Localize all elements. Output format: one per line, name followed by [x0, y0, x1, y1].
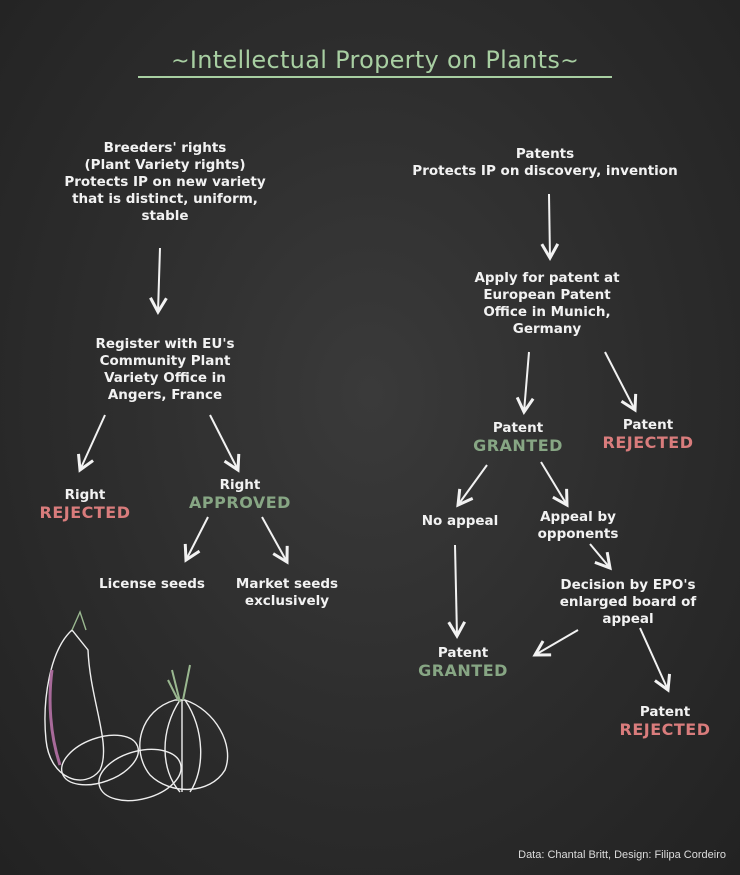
text-line: Protects IP on new variety — [64, 174, 266, 190]
status-rejected: REJECTED — [39, 503, 131, 522]
text-line: Office in Munich, — [483, 304, 611, 320]
patent-rejected-final-node: Patent REJECTED — [620, 704, 711, 738]
text-line: Patents — [515, 146, 575, 162]
license-seeds-node: License seeds — [99, 576, 205, 593]
no-appeal-node: No appeal — [422, 513, 499, 530]
text-line: Angers, France — [107, 387, 223, 403]
text-line: Patent — [437, 645, 489, 661]
text-line: License seeds — [99, 576, 205, 592]
text-line: Protects IP on discovery, invention — [412, 163, 678, 179]
status-granted: GRANTED — [473, 436, 563, 455]
status-rejected: REJECTED — [619, 720, 711, 739]
arrow — [456, 464, 488, 508]
swirl-left-icon: ~ — [171, 49, 190, 74]
onion-outline — [139, 699, 229, 791]
arrow — [589, 543, 612, 571]
text-line: stable — [141, 208, 189, 224]
eggplant-stem — [71, 610, 87, 631]
text-line: Right — [219, 477, 261, 493]
text-line: Decision by EPO's — [560, 577, 696, 593]
text-line: Patent — [639, 704, 691, 720]
eggplant-shading — [48, 669, 62, 766]
arrow — [209, 414, 241, 473]
potato — [60, 734, 140, 786]
right-rejected-node: Right REJECTED — [40, 487, 131, 521]
text-line: appeal — [602, 611, 654, 627]
page-title: ~Intellectual Property on Plants~ — [138, 46, 612, 78]
swirl-right-icon: ~ — [560, 49, 579, 74]
text-line: Breeders' rights — [103, 140, 227, 156]
credit-text: Data: Chantal Britt, Design: Filipa Cord… — [518, 849, 726, 861]
breeders-rights-node: Breeders' rights (Plant Variety rights) … — [64, 140, 265, 225]
arrow — [149, 247, 168, 316]
text-line: Market seeds — [235, 576, 339, 592]
register-node: Register with EU's Community Plant Varie… — [95, 336, 234, 404]
text-line: Patent — [492, 420, 544, 436]
text-line: Register with EU's — [95, 336, 235, 352]
text-line: European Patent — [483, 287, 611, 303]
right-approved-node: Right APPROVED — [189, 477, 291, 511]
text-line: exclusively — [244, 593, 330, 609]
arrow — [604, 351, 638, 413]
status-granted: GRANTED — [418, 661, 508, 680]
text-line: Community Plant — [99, 353, 231, 369]
text-line: Right — [64, 487, 106, 503]
title-text: Intellectual Property on Plants — [189, 46, 561, 74]
decision-node: Decision by EPO's enlarged board of appe… — [560, 577, 697, 628]
apply-patent-node: Apply for patent at European Patent Offi… — [474, 270, 619, 338]
text-line: Germany — [512, 321, 582, 337]
appeal-node: Appeal by opponents — [538, 509, 619, 543]
patent-granted-node: Patent GRANTED — [473, 420, 563, 454]
text-line: enlarged board of — [559, 594, 697, 610]
arrow — [639, 627, 672, 693]
text-line: (Plant Variety rights) — [84, 157, 246, 173]
eggplant-outline — [44, 628, 105, 781]
status-rejected: REJECTED — [602, 433, 694, 452]
onion-layers — [164, 699, 202, 793]
market-seeds-node: Market seeds exclusively — [236, 576, 338, 610]
arrow — [540, 461, 569, 508]
text-line: Apply for patent at — [474, 270, 620, 286]
arrow — [540, 193, 560, 262]
text-line: No appeal — [421, 513, 499, 529]
arrow — [447, 544, 467, 640]
text-line: that is distinct, uniform, — [72, 191, 258, 207]
patent-rejected-node: Patent REJECTED — [603, 417, 694, 451]
patent-granted-final-node: Patent GRANTED — [418, 645, 508, 679]
status-approved: APPROVED — [189, 493, 291, 512]
patents-node: Patents Protects IP on discovery, invent… — [412, 146, 677, 180]
arrow — [261, 516, 289, 565]
arrow — [183, 516, 209, 563]
arrow — [77, 414, 106, 473]
vegetables-illustration — [44, 610, 229, 802]
potato — [98, 748, 182, 802]
arrow — [515, 351, 535, 416]
arrow — [532, 629, 579, 657]
text-line: opponents — [537, 526, 619, 542]
text-line: Patent — [622, 417, 674, 433]
text-line: Variety Office in — [104, 370, 226, 386]
text-line: Appeal by — [540, 509, 616, 525]
onion-sprouts — [167, 664, 191, 703]
